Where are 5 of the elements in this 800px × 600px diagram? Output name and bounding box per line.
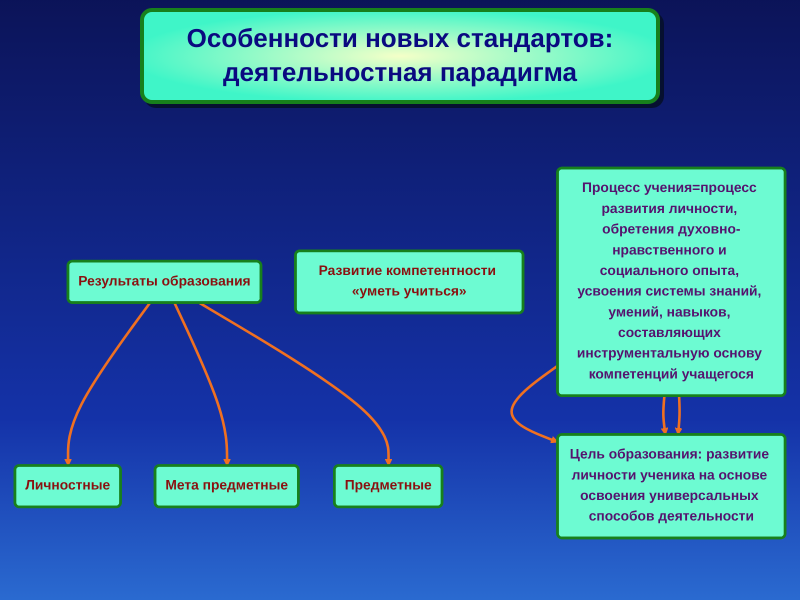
arrow	[198, 302, 392, 466]
arrow	[674, 396, 682, 436]
arrow	[173, 302, 231, 466]
arrow	[660, 396, 668, 436]
arrow	[64, 302, 151, 466]
